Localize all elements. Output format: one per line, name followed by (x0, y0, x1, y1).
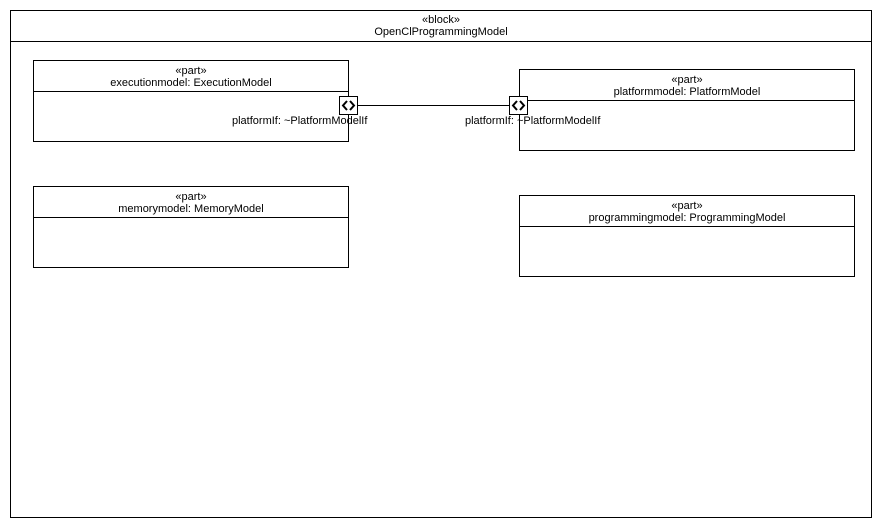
port-executionmodel-platformif[interactable] (339, 96, 358, 115)
block-header: «block» OpenClProgrammingModel (11, 11, 871, 42)
block-name: OpenClProgrammingModel (374, 26, 508, 38)
part-platformmodel[interactable]: «part» platformmodel: PlatformModel (519, 69, 855, 151)
block-stereotype: «block» (422, 14, 460, 26)
part-name: platformmodel: PlatformModel (613, 86, 761, 98)
part-memorymodel[interactable]: «part» memorymodel: MemoryModel (33, 186, 349, 268)
part-header: «part» platformmodel: PlatformModel (520, 70, 854, 101)
part-header: «part» memorymodel: MemoryModel (34, 187, 348, 218)
port-label: platformIf: ~PlatformModelIf (465, 115, 601, 127)
part-stereotype: «part» (175, 191, 207, 203)
port-label: platformIf: ~PlatformModelIf (232, 115, 368, 127)
port-platformmodel-platformif[interactable] (509, 96, 528, 115)
port-icon (511, 100, 526, 111)
part-programmingmodel[interactable]: «part» programmingmodel: ProgrammingMode… (519, 195, 855, 277)
part-header: «part» programmingmodel: ProgrammingMode… (520, 196, 854, 227)
part-stereotype: «part» (671, 200, 703, 212)
port-icon (341, 100, 356, 111)
part-header: «part» executionmodel: ExecutionModel (34, 61, 348, 92)
part-name: executionmodel: ExecutionModel (110, 77, 272, 89)
part-stereotype: «part» (671, 74, 703, 86)
part-name: memorymodel: MemoryModel (118, 203, 264, 215)
part-stereotype: «part» (175, 65, 207, 77)
part-name: programmingmodel: ProgrammingModel (588, 212, 786, 224)
connector-line[interactable] (357, 105, 509, 106)
part-executionmodel[interactable]: «part» executionmodel: ExecutionModel (33, 60, 349, 142)
